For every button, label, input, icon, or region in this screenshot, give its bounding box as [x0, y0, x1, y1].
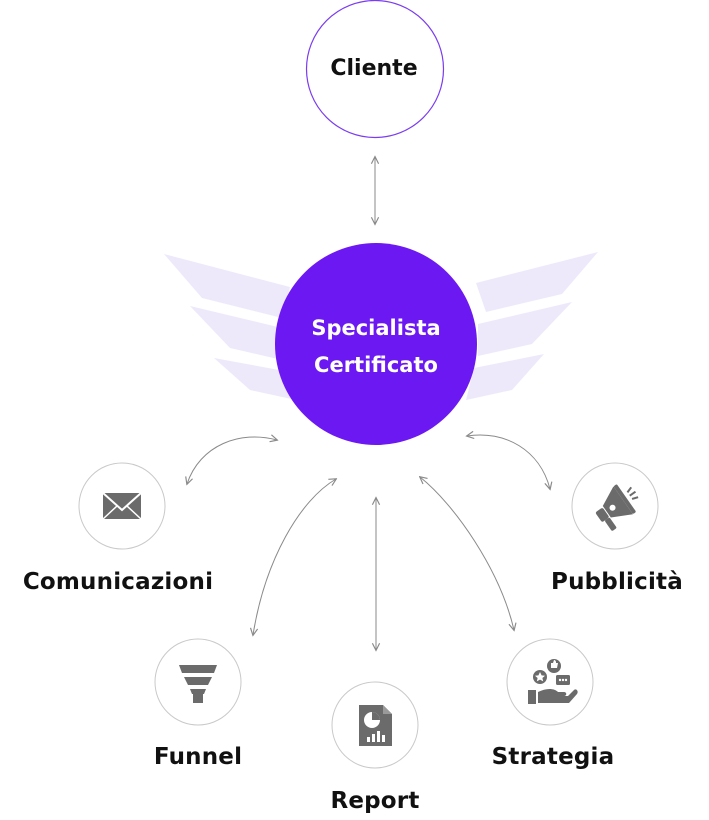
client-label: Cliente — [330, 56, 418, 81]
client-node — [305, 0, 445, 139]
arrow-specialist-pubblicita — [467, 435, 550, 489]
funnel-icon — [179, 665, 217, 703]
funnel-label: Funnel — [153, 744, 243, 770]
arrow-specialist-funnel — [253, 479, 336, 635]
arrow-specialist-strategia — [420, 477, 514, 630]
specialist-label: Specialista Certificato — [276, 310, 476, 384]
specialist-label-line2: Certificato — [314, 353, 438, 377]
report-document-icon — [359, 705, 392, 746]
report-label: Report — [330, 788, 420, 814]
strategia-node — [506, 638, 594, 726]
left-wing — [164, 254, 296, 400]
hand-like-chat-icon — [528, 659, 578, 704]
specialist-node — [275, 243, 477, 445]
megaphone-icon — [595, 484, 639, 531]
comunicazioni-label: Comunicazioni — [22, 569, 214, 595]
arrow-specialist-comunicazioni — [187, 437, 277, 484]
pubblicita-label: Pubblicità — [551, 569, 683, 595]
right-wing — [466, 252, 598, 400]
strategia-label: Strategia — [491, 744, 615, 770]
envelope-icon — [102, 492, 142, 520]
specialist-label-line1: Specialista — [311, 316, 441, 340]
